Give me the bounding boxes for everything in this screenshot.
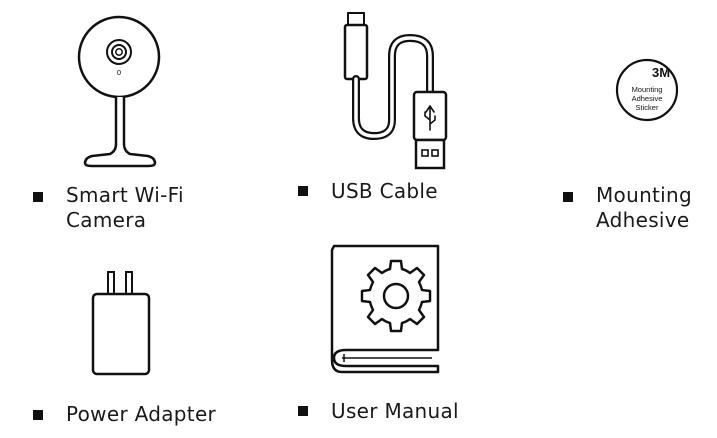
power-adapter-icon — [91, 271, 151, 376]
bullet-user-manual — [298, 406, 308, 416]
caption-user-manual: User Manual — [331, 399, 459, 424]
caption-camera-line1: Smart Wi-Fi — [66, 183, 184, 207]
caption-power-adapter-line1: Power Adapter — [66, 402, 217, 426]
bullet-mounting-adhesive — [563, 192, 573, 202]
adhesive-sticker-icon: 3M Mounting Adhesive Sticker — [615, 58, 679, 122]
sticker-line2: Adhesive — [632, 94, 663, 103]
sticker-line1: Mounting — [632, 85, 663, 94]
bullet-camera — [33, 192, 43, 202]
caption-mounting-adhesive-line2: Adhesive — [596, 208, 690, 232]
caption-power-adapter: Power Adapter — [66, 402, 216, 427]
bullet-power-adapter — [33, 410, 43, 420]
caption-usb-cable: USB Cable — [331, 179, 438, 204]
user-manual-icon — [330, 244, 440, 374]
usb-cable-icon — [343, 12, 448, 170]
caption-user-manual-line1: User Manual — [331, 399, 459, 423]
caption-mounting-adhesive-line1: Mounting — [596, 183, 693, 207]
caption-camera-line2: Camera — [66, 208, 147, 232]
bullet-usb-cable — [298, 186, 308, 196]
caption-usb-cable-line1: USB Cable — [331, 179, 438, 203]
camera-icon: 0 — [77, 15, 161, 168]
camera-label: 0 — [117, 69, 121, 77]
caption-mounting-adhesive: Mounting Adhesive — [596, 183, 692, 233]
sticker-line3: Sticker — [636, 103, 659, 112]
sticker-brand: 3M — [652, 65, 670, 80]
caption-camera: Smart Wi-Fi Camera — [66, 183, 184, 233]
